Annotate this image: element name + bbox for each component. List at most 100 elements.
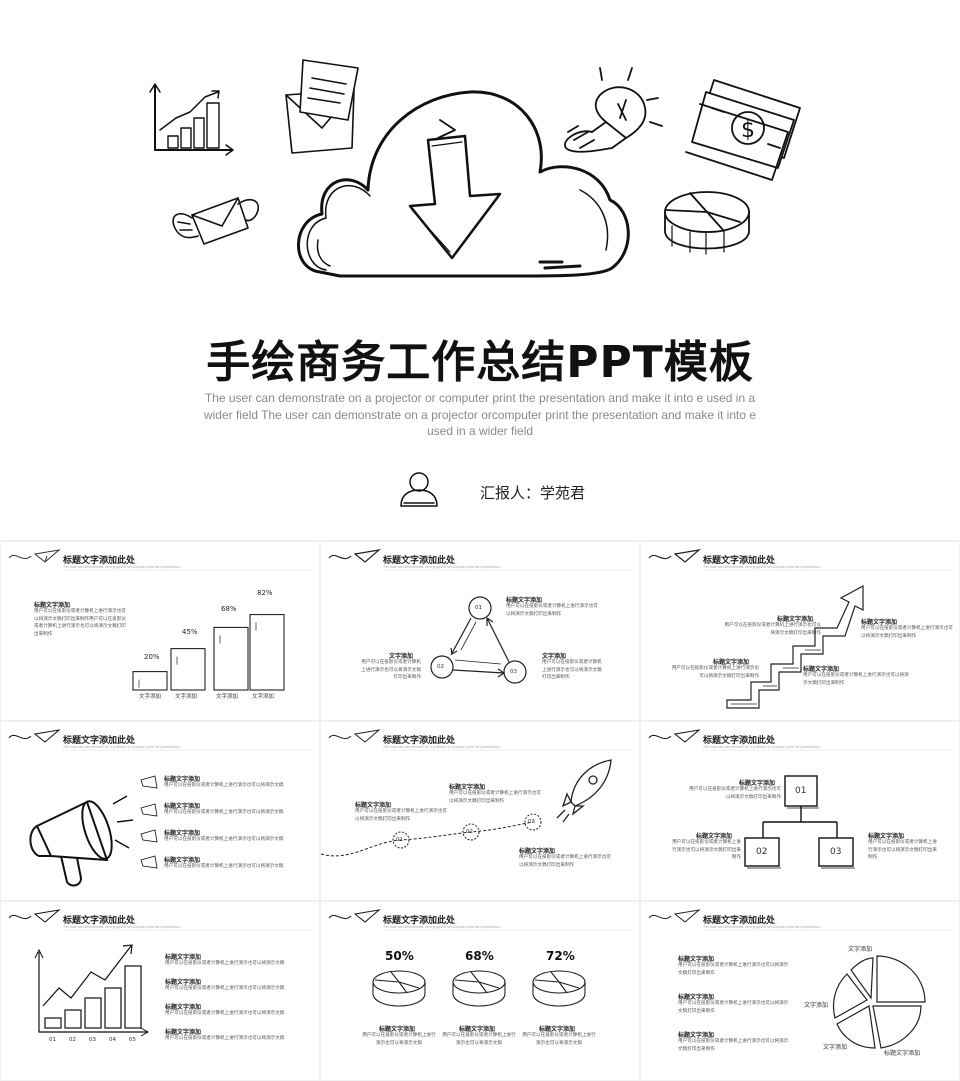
path-node-label: 03 xyxy=(528,819,535,825)
block-heading: 标题文字添加 xyxy=(165,979,202,986)
cloud-download-icon xyxy=(297,90,630,278)
block-heading: 标题文字添加 xyxy=(868,833,905,840)
block-heading: 标题文字添加 xyxy=(506,597,543,604)
axis-tick-label: 05 xyxy=(129,1037,136,1043)
pie-slice-label: 文字添加 xyxy=(848,946,873,953)
block-heading: 文字添加 xyxy=(389,653,414,660)
block-heading: 标题文字添加 xyxy=(34,602,71,609)
slide-subtitle: The user can demonstrate on a projector … xyxy=(703,925,821,929)
slide-thumb-2[interactable]: 标题文字添加此处 The user can demonstrate on a p… xyxy=(321,542,639,720)
block-heading: 标题文字添加 xyxy=(449,784,486,791)
bar-3 xyxy=(213,626,249,691)
block-desc: 用户可以在投影仪或者计算机上进行演示也可以将演示文稿 xyxy=(165,986,285,991)
block-desc: 用户可以在投影仪或者计算机上进行演示也可以将演示文稿打印出来制作 xyxy=(678,1001,789,1014)
block-desc: 用户可以在投影仪或者计算机上进行演示也可以将演示文稿 xyxy=(164,837,284,842)
slide-thumb-5[interactable]: 标题文字添加此处 The user can demonstrate on a p… xyxy=(321,722,639,900)
block-desc: 用户可以在投影仪或者计算机上进行演示也可以将演示文稿打印出来制作 xyxy=(449,791,541,804)
person-icon xyxy=(400,472,438,507)
slide-thumb-8[interactable]: 标题文字添加此处 The user can demonstrate on a p… xyxy=(321,902,639,1080)
block-heading: 标题文字添加 xyxy=(696,833,733,840)
paper-plane-icon xyxy=(328,729,381,743)
pct-value: 72% xyxy=(546,949,575,963)
cycle-diagram xyxy=(430,596,527,684)
path-node-label: 02 xyxy=(466,829,473,835)
block-heading: 标题文字添加 xyxy=(861,619,898,626)
org-box-3 xyxy=(818,837,854,867)
svg-text:$: $ xyxy=(741,118,755,143)
paper-plane-icon xyxy=(328,909,381,923)
block-heading: 标题文字添加 xyxy=(165,1029,202,1036)
slide-thumb-1[interactable]: 标题文字添加此处 The user can demonstrate on a p… xyxy=(1,542,319,720)
org-box-label: 03 xyxy=(830,847,842,857)
axis-tick-label: 04 xyxy=(109,1037,116,1043)
slide-subtitle: The user can demonstrate on a projector … xyxy=(383,745,501,749)
megaphone-icon xyxy=(29,795,134,887)
paper-plane-icon xyxy=(8,549,61,563)
slide-title: 标题文字添加此处 xyxy=(703,736,776,746)
rocket-icon xyxy=(556,759,612,823)
cover-title: 手绘商务工作总结PPT模板 xyxy=(206,337,754,388)
block-desc: 用户可以在投影仪或者计算机上进行演示也可以将演示文稿打印出来制作 xyxy=(678,963,789,976)
bar-1 xyxy=(132,671,168,691)
block-heading: 文字添加 xyxy=(542,653,567,660)
block-heading: 标题文字添加 xyxy=(164,857,201,864)
block-desc: 用户可以在投影仪或者计算机上进行演示也可以将演示文稿打印出来制作 xyxy=(519,855,611,868)
slide-title: 标题文字添加此处 xyxy=(383,736,456,746)
slide-thumb-9[interactable]: 标题文字添加此处 The user can demonstrate on a p… xyxy=(641,902,959,1080)
block-heading: 标题文字添加 xyxy=(165,954,202,961)
pie-chart-doodle-icon xyxy=(664,191,750,255)
path-node-3 xyxy=(524,813,542,831)
block-heading: 标题文字添加 xyxy=(739,780,776,787)
path-node-2 xyxy=(462,823,480,841)
block-heading: 标题文字添加 xyxy=(164,830,201,837)
bar-pct-label: 45% xyxy=(182,628,198,636)
slide-title: 标题文字添加此处 xyxy=(703,556,776,566)
bar-chart-doodle-icon xyxy=(149,83,234,156)
org-chart xyxy=(744,775,855,869)
slide-thumb-6[interactable]: 标题文字添加此处 The user can demonstrate on a p… xyxy=(641,722,959,900)
pie-doodle-1 xyxy=(372,970,426,1007)
slide-title: 标题文字添加此处 xyxy=(63,916,136,926)
org-box-label: 02 xyxy=(756,847,768,857)
exploded-pie-chart xyxy=(832,955,926,1049)
slide-thumb-4[interactable]: 标题文字添加此处 The user can demonstrate on a p… xyxy=(1,722,319,900)
pie-slice-label: 标题文字添加 xyxy=(884,1050,921,1057)
slide-title: 标题文字添加此处 xyxy=(63,736,136,746)
growth-bar-chart xyxy=(34,944,150,1037)
paper-plane-icon xyxy=(648,549,702,563)
paper-plane-icon xyxy=(328,549,382,563)
block-heading: 标题文字添加 xyxy=(803,666,840,673)
block-desc: 用户可以在投影仪或者计算机上进行演示也可以将演示文稿 xyxy=(165,1011,285,1016)
bar-pct-label: 20% xyxy=(144,653,160,661)
money-bill-icon: $ xyxy=(685,79,801,181)
block-desc: 用户可以在投影仪或者计算机上进行演示也可以将演示文稿 xyxy=(164,783,284,788)
block-desc: 用户可以在投影仪或者计算机上进行演示也可以将演示文稿打印出来制作 xyxy=(724,623,821,636)
block-desc: 用户可以在投影仪或者计算机上进行演示也可以将演示文稿打印出来制作 xyxy=(672,840,741,861)
cover-slide: $ 手绘商务工作总结PPT模板 The user can demonstrate… xyxy=(0,0,960,540)
axis-tick-label: 01 xyxy=(49,1037,56,1043)
pie-doodle-3 xyxy=(532,970,586,1007)
slide-thumbnail-grid: 标题文字添加此处 The user can demonstrate on a p… xyxy=(0,540,960,1081)
paper-plane-icon xyxy=(648,909,701,923)
block-desc: 用户可以在投影仪或者计算机上进行演示也可以将演示文稿打印出来制作 xyxy=(542,660,602,681)
flying-envelope-icon xyxy=(172,197,260,245)
path-node-1 xyxy=(392,831,410,849)
bar-pct-label: 68% xyxy=(221,605,237,613)
block-desc: 用户可以在投影仪或者计算机上进行演示也可以将演示文稿 xyxy=(164,864,284,869)
slide-thumb-7[interactable]: 标题文字添加此处 The user can demonstrate on a p… xyxy=(1,902,319,1080)
org-box-2 xyxy=(744,837,780,867)
pie-slice-label: 文字添加 xyxy=(823,1044,848,1051)
paper-plane-icon xyxy=(8,909,61,923)
slide-subtitle: The user can demonstrate on a projector … xyxy=(383,925,501,929)
bar-category-label: 文字添加 xyxy=(175,694,198,700)
bar-pct-label: 82% xyxy=(257,589,273,597)
paper-plane-icon xyxy=(648,729,701,743)
slide-thumb-3[interactable]: 标题文字添加此处 The user can demonstrate on a p… xyxy=(641,542,959,720)
block-heading: 标题文字添加 xyxy=(165,1004,202,1011)
paper-plane-icon xyxy=(8,729,61,743)
pie-slice-label: 文字添加 xyxy=(804,1002,829,1009)
cycle-node-3 xyxy=(503,660,527,684)
mini-megaphone-icons xyxy=(140,775,158,869)
cycle-node-1 xyxy=(468,596,492,620)
slide-title: 标题文字添加此处 xyxy=(383,916,456,926)
